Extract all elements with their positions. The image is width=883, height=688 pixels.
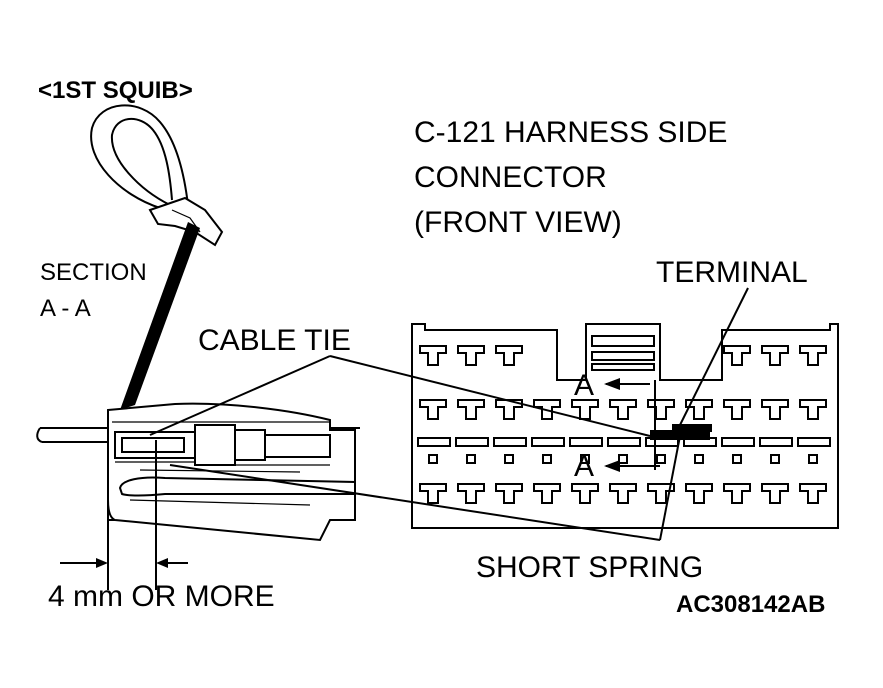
pin-hole (808, 454, 818, 464)
terminal-cavity (685, 483, 713, 504)
section-label-line1: SECTION (40, 259, 147, 286)
terminal-cavity (761, 483, 789, 504)
section-label-line2: A - A (40, 295, 91, 322)
separator-bar (493, 437, 527, 447)
pin-hole (504, 454, 514, 464)
terminal-cavity (647, 483, 675, 504)
terminal-cavity (495, 483, 523, 504)
section-marker-bottom: A (574, 450, 594, 483)
terminal-cavity (457, 483, 485, 504)
terminal-cavity (609, 399, 637, 420)
terminal-label: TERMINAL (656, 256, 808, 289)
short-spring-label: SHORT SPRING (476, 551, 703, 584)
separator-bar (569, 437, 603, 447)
pin-hole (732, 454, 742, 464)
separator-bar (721, 437, 755, 447)
terminal-cavity (457, 399, 485, 420)
pin-hole (694, 454, 704, 464)
connector-front-view (411, 323, 839, 529)
separator-bar (607, 437, 641, 447)
squib-title: <1ST SQUIB> (38, 77, 193, 104)
pin-hole (770, 454, 780, 464)
pin-hole (580, 454, 590, 464)
figure-code: AC308142AB (676, 591, 825, 618)
separator-bar (531, 437, 565, 447)
pin-hole (542, 454, 552, 464)
terminal-cavity (609, 483, 637, 504)
terminal-cavity (457, 345, 485, 366)
terminal-cavity (723, 399, 751, 420)
terminal-cavity (533, 483, 561, 504)
leader-lines (149, 287, 749, 541)
dimension-label: 4 mm OR MORE (48, 580, 275, 613)
terminal-cavity (799, 399, 827, 420)
separator-bar (759, 437, 793, 447)
terminal-cavity (761, 399, 789, 420)
terminal-cavity (495, 345, 523, 366)
connector-title-line1: C-121 HARNESS SIDE (414, 116, 727, 149)
terminal-cavity (419, 399, 447, 420)
terminal-cavity (495, 399, 523, 420)
terminal-cavity (799, 345, 827, 366)
pin-hole (618, 454, 628, 464)
section-view-illustration (36, 402, 360, 590)
terminal-cavity (571, 399, 599, 420)
terminal-cavity (419, 345, 447, 366)
terminal-cavity (799, 483, 827, 504)
connector-title-line2: CONNECTOR (414, 161, 607, 194)
terminal-cavity (419, 483, 447, 504)
separator-bar (455, 437, 489, 447)
pin-hole (656, 454, 666, 464)
separator-bar (417, 437, 451, 447)
terminal-cavity (723, 345, 751, 366)
pin-hole (466, 454, 476, 464)
terminal-cavity (761, 345, 789, 366)
terminal-cavity (723, 483, 751, 504)
cable-tie-label: CABLE TIE (198, 324, 351, 357)
pin-hole (428, 454, 438, 464)
terminal-cavity (571, 483, 599, 504)
separator-bar (797, 437, 831, 447)
connector-title-line3: (FRONT VIEW) (414, 206, 622, 239)
cable-tie-illustration (90, 104, 224, 410)
section-marker-top: A (574, 369, 594, 402)
